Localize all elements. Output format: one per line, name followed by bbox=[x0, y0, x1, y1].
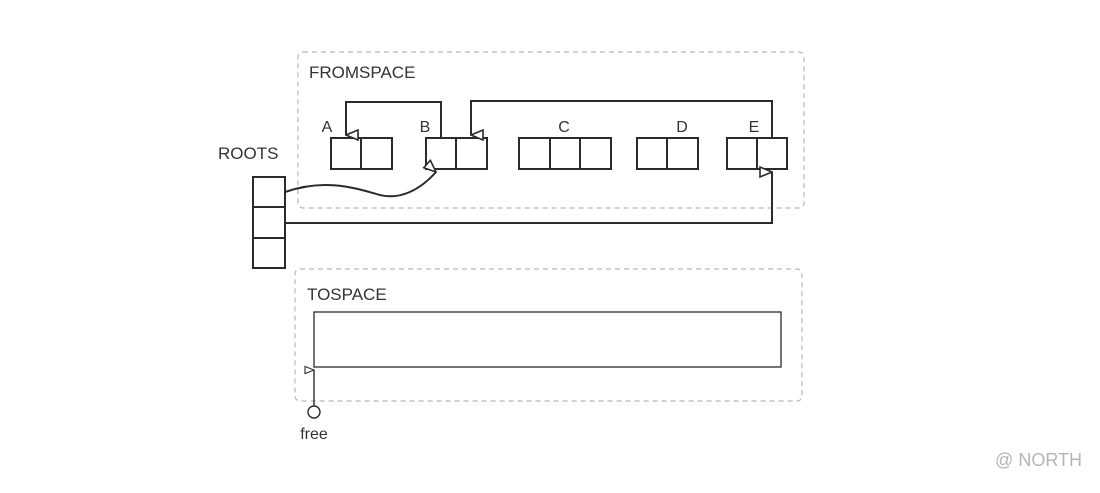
free-pointer: free bbox=[300, 370, 328, 443]
object-d-cell bbox=[636, 137, 668, 170]
object-b-label: B bbox=[420, 119, 431, 136]
object-e: E bbox=[726, 119, 788, 170]
object-a-label: A bbox=[322, 119, 333, 136]
free-pointer-origin bbox=[307, 405, 321, 419]
pointer-e-to-b bbox=[470, 100, 773, 138]
object-c-cell bbox=[579, 137, 612, 170]
roots-label: ROOTS bbox=[218, 144, 278, 163]
object-c-cell bbox=[549, 137, 581, 170]
fromspace-label: FROMSPACE bbox=[309, 63, 415, 82]
root-cell bbox=[252, 176, 286, 208]
pointer-root-to-e bbox=[285, 172, 773, 224]
object-c: C bbox=[518, 119, 612, 170]
fromspace-region bbox=[297, 51, 805, 209]
object-d-label: D bbox=[676, 119, 688, 136]
object-d: D bbox=[636, 119, 699, 170]
object-b: B bbox=[420, 119, 488, 170]
object-d-cell bbox=[666, 137, 699, 170]
object-a-cell bbox=[360, 137, 393, 170]
object-c-label: C bbox=[558, 119, 570, 136]
tospace-label: TOSPACE bbox=[307, 285, 387, 304]
tospace-memory-block bbox=[313, 311, 782, 368]
root-cell bbox=[252, 237, 286, 269]
roots-stack bbox=[252, 176, 286, 269]
object-e-label: E bbox=[749, 119, 760, 136]
object-a-cell bbox=[330, 137, 362, 170]
object-c-cell bbox=[518, 137, 551, 170]
object-e-cell bbox=[756, 137, 788, 170]
object-b-cell bbox=[425, 137, 457, 170]
free-label: free bbox=[300, 426, 328, 443]
object-a: A bbox=[322, 119, 393, 170]
root-cell bbox=[252, 206, 286, 239]
tospace-region bbox=[294, 268, 803, 402]
pointer-root-to-b bbox=[284, 172, 436, 198]
pointer-b-to-a bbox=[345, 101, 442, 138]
object-e-cell bbox=[726, 137, 758, 170]
watermark: @ NORTH bbox=[995, 450, 1082, 470]
object-b-cell bbox=[455, 137, 488, 170]
